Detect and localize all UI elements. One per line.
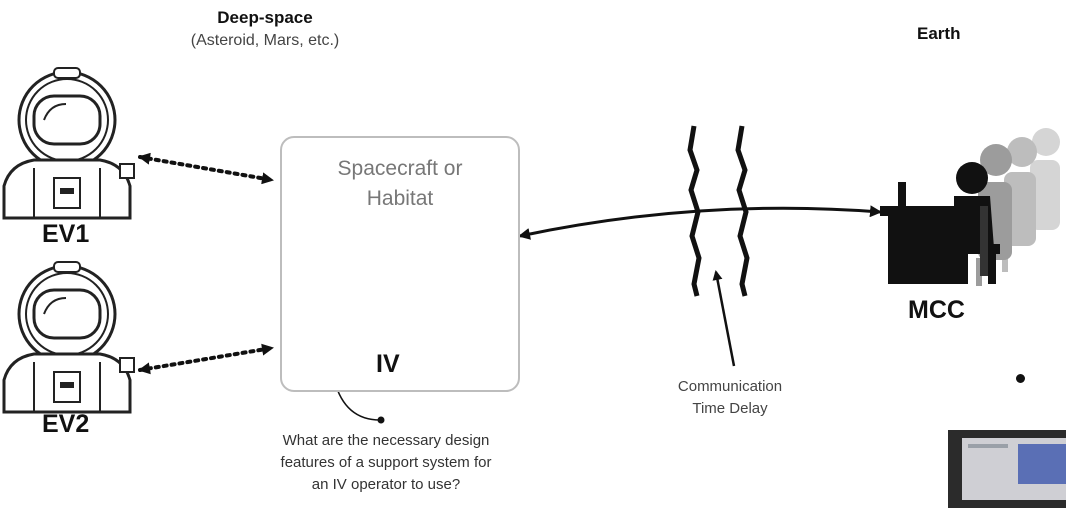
- deep-space-title: Deep-space: [217, 8, 313, 27]
- thumbnail-line: [968, 444, 1008, 448]
- mcc-label: MCC: [908, 296, 965, 324]
- thumbnail-panel: [1018, 444, 1066, 484]
- iv-label: IV: [376, 350, 400, 378]
- mission-control-icon: [880, 128, 1060, 286]
- habitat-title-line2: Habitat: [366, 187, 434, 210]
- question-line3: an IV operator to use?: [311, 476, 461, 493]
- habitat-title-line1: Spacecraft or: [337, 157, 463, 180]
- question-pointer-dot: [377, 416, 385, 424]
- ev1-label: EV1: [42, 220, 90, 248]
- delay-note-line2: Time Delay: [692, 400, 768, 417]
- delay-note-line1: Communication: [677, 378, 783, 395]
- ev1-link-arrow: [138, 152, 274, 185]
- deep-space-subtitle: (Asteroid, Mars, etc.): [190, 32, 340, 49]
- delay-pointer-arrow: [712, 270, 736, 367]
- ev2-link-arrow: [138, 343, 274, 375]
- photo-thumbnail: [948, 430, 1066, 508]
- bullet-dot: [1016, 374, 1025, 383]
- delay-break-left: [687, 125, 702, 297]
- question-text: What are the necessary design features o…: [226, 430, 546, 496]
- earth-title: Earth: [917, 24, 961, 43]
- astronaut-icon: [2, 67, 135, 220]
- ev2-label: EV2: [42, 410, 90, 438]
- question-line2: features of a support system for: [280, 454, 492, 471]
- habitat-box: Spacecraft or Habitat: [280, 136, 520, 392]
- delay-note: Communication Time Delay: [620, 376, 840, 420]
- delay-break-right: [735, 125, 750, 297]
- question-line1: What are the necessary design: [282, 432, 490, 449]
- astronaut-icon: [2, 261, 135, 414]
